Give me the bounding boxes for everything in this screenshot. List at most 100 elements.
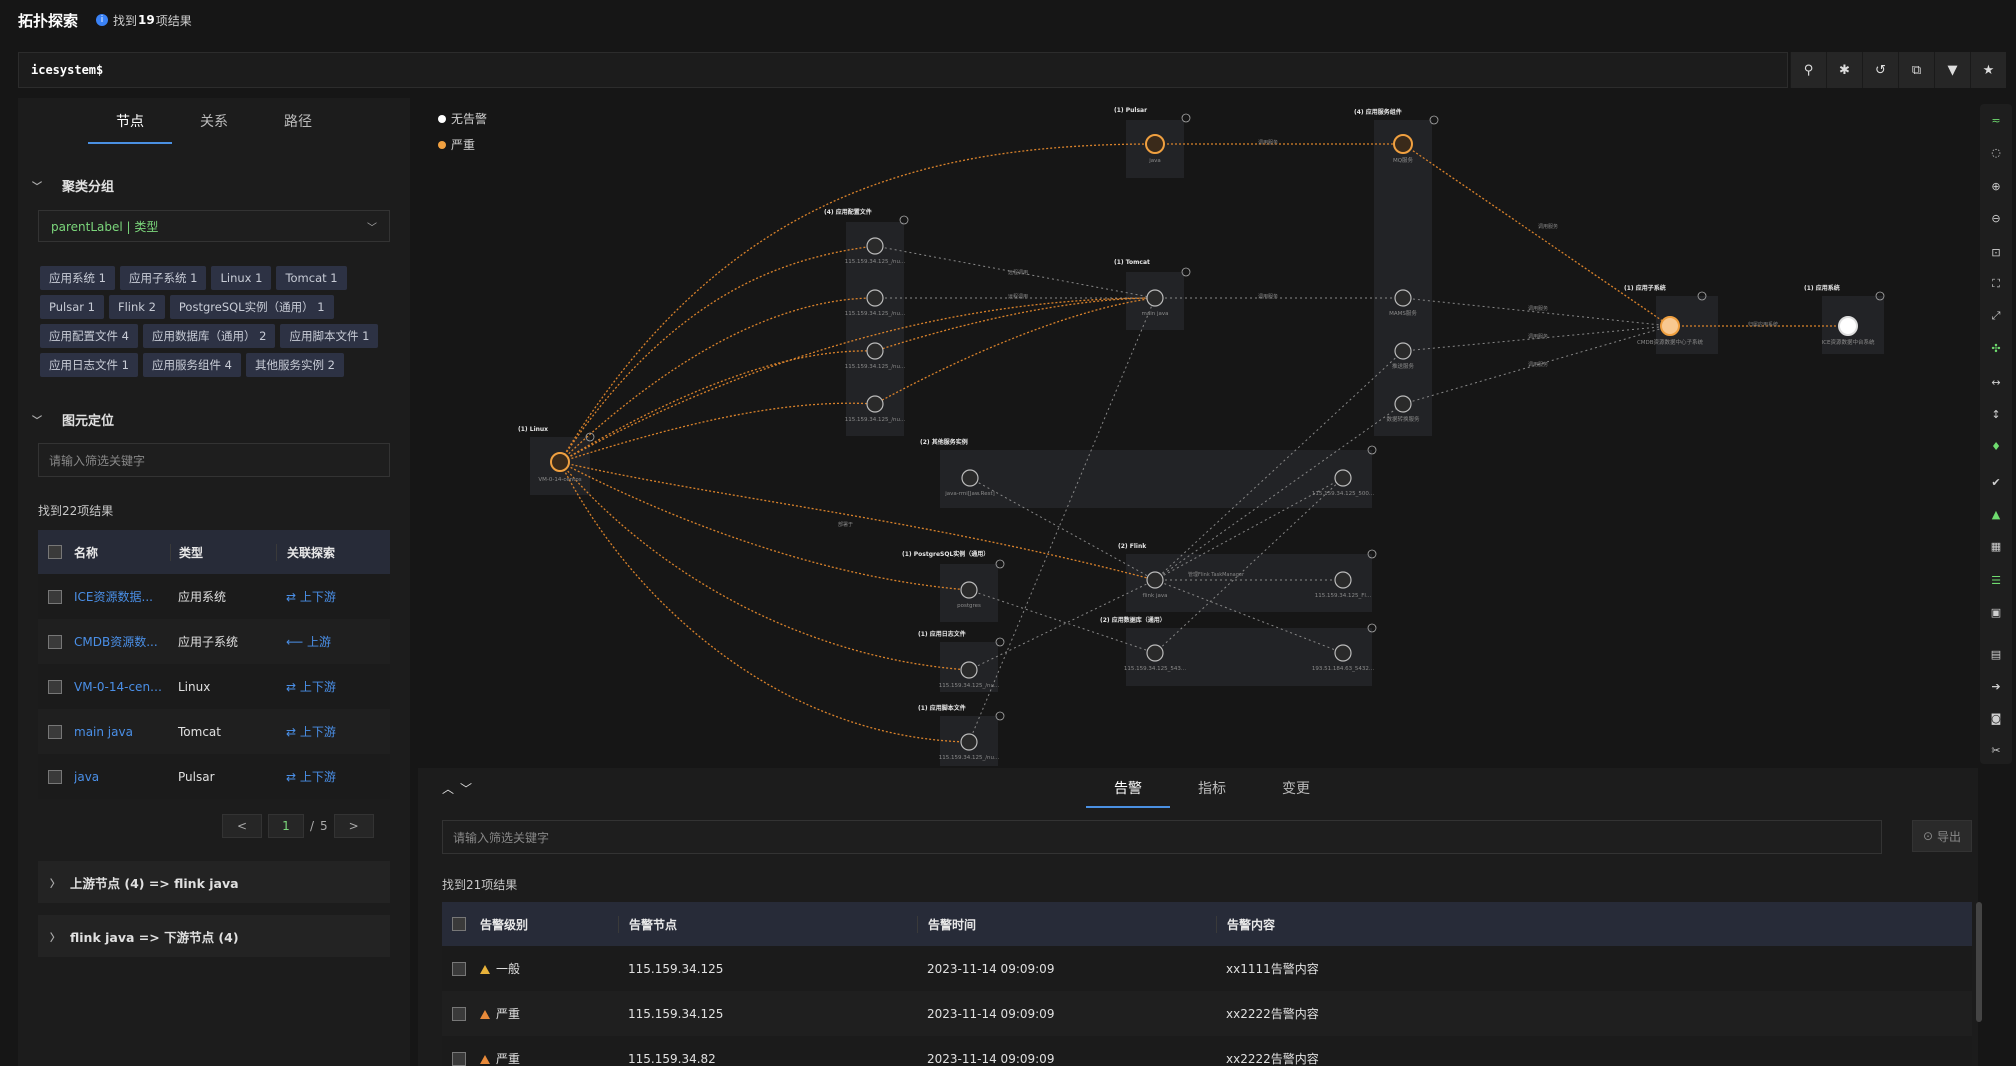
collapse-icon[interactable] [899, 215, 909, 225]
collapse-icon[interactable] [995, 637, 1005, 647]
query-input[interactable]: icesystem$ [18, 52, 1788, 88]
collapse-icon[interactable] [1429, 115, 1439, 125]
tab-paths[interactable]: 路径 [284, 114, 312, 130]
collapse-icon[interactable] [995, 559, 1005, 569]
tools-icon[interactable]: ✂ [1991, 743, 2001, 757]
image-icon[interactable]: ▣ [1990, 605, 2002, 619]
collapse-icon[interactable] [995, 711, 1005, 721]
node-mq[interactable] [1393, 134, 1413, 154]
row-checkbox[interactable] [48, 724, 62, 739]
cluster-select[interactable]: parentLabel | 类型 ﹀ [38, 210, 390, 242]
node-data[interactable] [1394, 395, 1412, 413]
next-page-button[interactable]: > [333, 814, 374, 838]
node-pg[interactable] [960, 581, 978, 599]
filter-icon[interactable]: ▼ [1934, 52, 1970, 88]
cluster-icon[interactable]: ✣ [1991, 341, 2001, 355]
tab-relations[interactable]: 关系 [200, 114, 228, 130]
relation-link[interactable]: ⟵ 上游 [286, 635, 332, 649]
chip-linux[interactable]: Linux 1 [211, 266, 272, 290]
cluster-section-header[interactable]: ﹀ 聚类分组 [32, 180, 115, 195]
row-checkbox[interactable] [452, 1006, 466, 1021]
node-db2[interactable] [1334, 644, 1352, 662]
zoom-out-icon[interactable]: ⊖ [1991, 211, 2001, 225]
node-script[interactable] [960, 733, 978, 751]
collapse-icon[interactable] [1697, 291, 1707, 301]
node-tomcat[interactable] [1146, 289, 1164, 307]
collapse-icon[interactable] [1181, 267, 1191, 277]
node-pulsar[interactable] [1145, 134, 1165, 154]
login-icon[interactable]: ➔ [1991, 679, 2001, 693]
check-icon[interactable]: ✔ [1991, 475, 2001, 489]
node-push[interactable] [1394, 342, 1412, 360]
tab-changes[interactable]: 变更 [1282, 781, 1310, 797]
node-cfg2[interactable] [866, 289, 884, 307]
loading-icon[interactable]: ◌ [1991, 145, 2001, 159]
node-cfg1[interactable] [866, 237, 884, 255]
chip-app-db[interactable]: 应用数据库（通用） 2 [142, 324, 276, 348]
map-icon[interactable]: ▦ [1990, 539, 2002, 553]
row-checkbox[interactable] [48, 634, 62, 649]
zoom-in-icon[interactable]: ⊕ [1991, 179, 2001, 193]
node-db1[interactable] [1146, 644, 1164, 662]
chip-tomcat[interactable]: Tomcat 1 [276, 266, 347, 290]
list-icon[interactable]: ☰ [1991, 573, 2001, 587]
pin-icon[interactable]: ♦ [1991, 439, 2001, 453]
topology-canvas[interactable]: 无告警 严重 [418, 98, 1978, 766]
tab-nodes[interactable]: 节点 [88, 98, 172, 144]
node-cfg4[interactable] [866, 395, 884, 413]
collapse-icon[interactable] [585, 432, 595, 442]
row-checkbox[interactable] [452, 1051, 466, 1066]
chip-service-component[interactable]: 应用服务组件 4 [142, 353, 241, 377]
chip-log-file[interactable]: 应用日志文件 1 [40, 353, 138, 377]
chip-flink[interactable]: Flink 2 [108, 295, 165, 319]
upstream-accordion[interactable]: 〉 上游节点 (4) => flink java [38, 861, 390, 903]
node-flink2[interactable] [1334, 571, 1352, 589]
relation-link[interactable]: ⇄ 上下游 [286, 680, 336, 694]
node-name-link[interactable]: main java [74, 724, 133, 739]
alert-icon[interactable]: ▲ [1991, 507, 2001, 521]
chip-postgresql[interactable]: PostgreSQL实例（通用） 1 [169, 295, 334, 319]
table-scrollbar[interactable] [1976, 902, 1982, 1022]
layers-icon[interactable]: ⧉ [1898, 52, 1934, 88]
horizontal-icon[interactable]: ↔ [1991, 375, 2001, 389]
row-checkbox[interactable] [48, 589, 62, 604]
node-mams[interactable] [1394, 289, 1412, 307]
select-all-checkbox[interactable] [452, 917, 466, 931]
relation-link[interactable]: ⇄ 上下游 [286, 590, 336, 604]
chip-script-file[interactable]: 应用脚本文件 1 [280, 324, 379, 348]
tab-alerts[interactable]: 告警 [1086, 768, 1170, 808]
fit-icon[interactable]: ⊡ [1991, 245, 2001, 259]
row-checkbox[interactable] [48, 679, 62, 694]
collapse-icon[interactable] [1367, 549, 1377, 559]
chip-app-system[interactable]: 应用系统 1 [40, 266, 115, 290]
collapse-icon[interactable] [1181, 113, 1191, 123]
frame-icon[interactable]: ⛶ [1992, 277, 2000, 290]
relation-link[interactable]: ⇄ 上下游 [286, 770, 336, 784]
chip-other-instance[interactable]: 其他服务实例 2 [245, 353, 344, 377]
star-icon[interactable]: ★ [1970, 52, 2006, 88]
chevron-up-icon[interactable]: ︿ [442, 782, 461, 796]
node-vm[interactable] [550, 452, 570, 472]
prev-page-button[interactable]: < [222, 814, 262, 838]
chip-config-file[interactable]: 应用配置文件 4 [40, 324, 138, 348]
expand-icon[interactable]: ⤢ [1991, 309, 2001, 322]
locate-section-header[interactable]: ﹀ 图元定位 [32, 414, 115, 429]
select-all-checkbox[interactable] [48, 545, 62, 559]
node-sub[interactable] [1660, 316, 1680, 336]
chip-app-subsystem[interactable]: 应用子系统 1 [119, 266, 207, 290]
chip-pulsar[interactable]: Pulsar 1 [40, 295, 104, 319]
layout-icon[interactable]: ≂ [1991, 113, 2001, 127]
page-input[interactable]: 1 [268, 814, 304, 838]
node-name-link[interactable]: CMDB资源数... [74, 635, 158, 649]
locate-filter-input[interactable]: 请输入筛选关键字 [38, 443, 390, 477]
collapse-icon[interactable] [1367, 445, 1377, 455]
node-other1[interactable] [961, 469, 979, 487]
collapse-icon[interactable] [1875, 291, 1885, 301]
downstream-accordion[interactable]: 〉 flink java => 下游节点 (4) [38, 915, 390, 957]
node-name-link[interactable]: ICE资源数据... [74, 590, 153, 604]
camera-icon[interactable]: ◙ [1990, 711, 2002, 725]
row-checkbox[interactable] [48, 769, 62, 784]
vertical-icon[interactable]: ↕ [1991, 407, 2001, 421]
row-checkbox[interactable] [452, 961, 466, 976]
export-button[interactable]: ⊙导出 [1912, 820, 1972, 852]
